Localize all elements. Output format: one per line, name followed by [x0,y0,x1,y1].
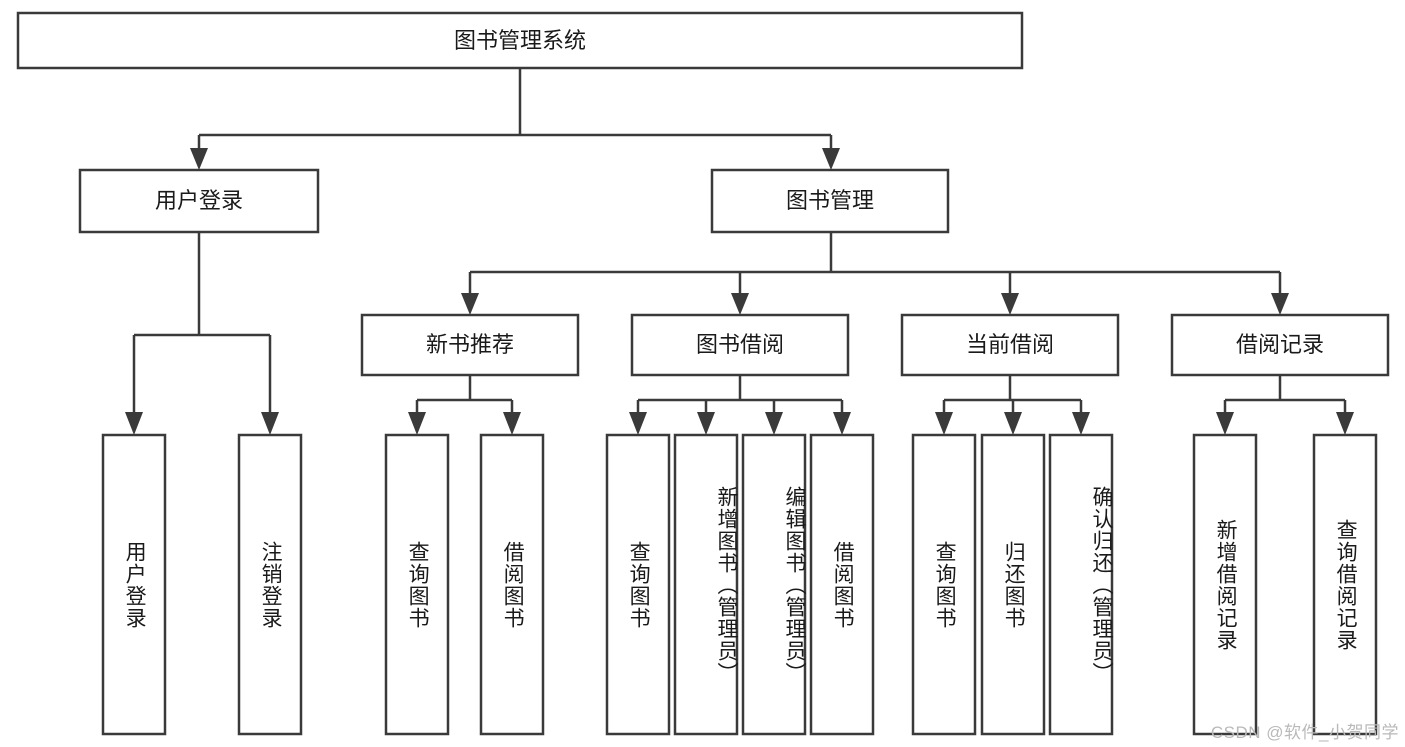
node-current-borrow-label: 当前借阅 [966,332,1054,357]
arrow-head-book-manage [822,148,840,170]
arrow-head-leaf-query-record [1336,412,1354,435]
arrow-head-leaf-query-book-1 [408,412,426,435]
node-root-box[interactable] [16,11,1024,70]
node-root[interactable]: 图书管理系统 [16,11,1024,70]
node-book-manage[interactable]: 图书管理 [710,168,950,234]
arrow-head-book-borrow [731,293,749,315]
node-book-borrow[interactable]: 图书借阅 [630,313,850,377]
node-leaf-add-record-box[interactable] [1192,433,1258,736]
arrow-head-leaf-query-book-2 [629,412,647,435]
arrow-head-leaf-edit-book [765,412,783,435]
arrow-head-leaf-logout-login [261,412,279,435]
node-borrow-record-box[interactable] [1170,313,1390,377]
node-leaf-user-login-box[interactable] [101,433,167,736]
node-leaf-query-book-2-box[interactable] [605,433,671,736]
node-leaf-return-book-box[interactable] [980,433,1046,736]
node-root-label: 图书管理系统 [454,28,586,53]
arrow-head-borrow-record [1271,293,1289,315]
node-book-manage-box[interactable] [710,168,950,234]
arrow-head-leaf-borrow-book-2 [833,412,851,435]
arrow-head-leaf-add-book [697,412,715,435]
node-leaf-borrow-book-2-box[interactable] [809,433,875,736]
arrow-head-leaf-borrow-book-1 [503,412,521,435]
node-current-borrow[interactable]: 当前借阅 [900,313,1120,377]
node-book-borrow-label: 图书借阅 [696,332,784,357]
node-new-book-recommend-label: 新书推荐 [426,332,514,357]
node-user-login[interactable]: 用户登录 [78,168,320,234]
node-leaf-query-book-1-box[interactable] [384,433,450,736]
connector-group [125,68,1354,435]
node-user-login-box[interactable] [78,168,320,234]
leaf-box-group [101,433,1378,736]
node-user-login-label: 用户登录 [155,188,243,213]
node-book-borrow-box[interactable] [630,313,850,377]
node-current-borrow-box[interactable] [900,313,1120,377]
node-leaf-borrow-book-1-box[interactable] [479,433,545,736]
arrow-head-new-book-recommend [461,293,479,315]
node-leaf-edit-book-box[interactable] [741,433,807,736]
node-leaf-confirm-return-box[interactable] [1048,433,1114,736]
node-leaf-logout-login-box[interactable] [237,433,303,736]
node-leaf-query-book-3-box[interactable] [911,433,977,736]
arrow-head-leaf-query-book-3 [935,412,953,435]
node-leaf-add-book-box[interactable] [673,433,739,736]
arrow-head-current-borrow [1001,293,1019,315]
arrow-head-leaf-return-book [1004,412,1022,435]
node-borrow-record-label: 借阅记录 [1236,332,1324,357]
node-new-book-recommend-box[interactable] [360,313,580,377]
node-book-manage-label: 图书管理 [786,188,874,213]
node-leaf-query-record-box[interactable] [1312,433,1378,736]
csdn-watermark: CSDN @软件_小贺同学 [1210,723,1399,742]
arrow-head-leaf-user-login [125,412,143,435]
node-borrow-record[interactable]: 借阅记录 [1170,313,1390,377]
arrow-head-user-login [190,148,208,170]
arrow-head-leaf-add-record [1216,412,1234,435]
node-new-book-recommend[interactable]: 新书推荐 [360,313,580,377]
arrow-head-leaf-confirm-return [1072,412,1090,435]
